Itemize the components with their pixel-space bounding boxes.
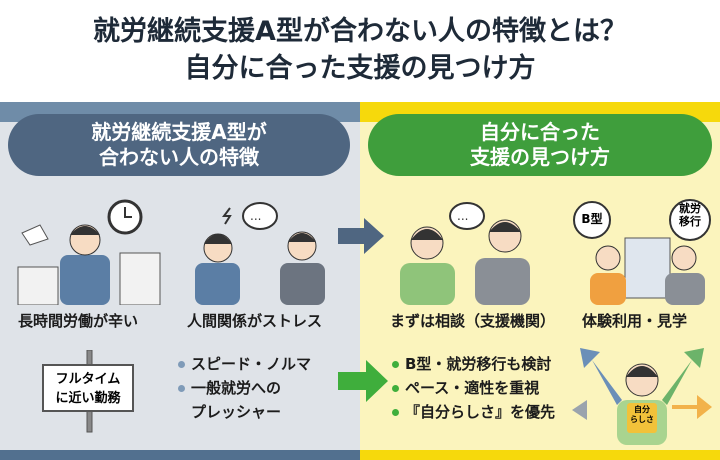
title-line-1: 就労継続支援A型が合わない人の特徴とは？ [93,16,627,47]
caption-relationships: 人間関係がストレス [187,312,323,330]
bullet-text: 一般就労への [191,379,282,397]
choices-illustration [572,348,712,445]
right-bullet-list: B型・就労移行も検討 ペース・適性を重視 『自分らしさ』を優先 [392,352,555,424]
left-heading: 就労継続支援A型が 合わない人の特徴 [8,114,350,176]
left-heading-line-1: 就労継続支援A型が [91,120,267,144]
left-bullet: 一般就労への [178,376,311,400]
speech-bubble-icon [242,202,278,230]
right-bullet: 『自分らしさ』を優先 [392,400,555,424]
caption-trial-visit: 体験利用・見学 [582,312,688,330]
sign-line-1: フルタイム [55,372,121,387]
caption-consultation: まずは相談（支援機関） [390,312,556,330]
transition-bubble: 就労 移行 [675,202,705,228]
right-heading: 自分に合った 支援の見つけ方 [368,114,712,176]
puzzle-line-2: らしさ [630,415,654,424]
building-icon [624,237,671,299]
right-bullet: ペース・適性を重視 [392,376,555,400]
right-bullet: B型・就労移行も検討 [392,352,555,376]
left-bullet: スピード・ノルマ [178,352,311,376]
sign-line-2: に近い勤務 [55,391,121,406]
page-title: 就労継続支援A型が合わない人の特徴とは？ 自分に合った支援の見つけ方 [0,0,720,102]
arrow-right-icon [338,218,384,254]
left-bullet-list: スピード・ノルマ 一般就労への プレッシャー [178,352,311,424]
svg-text:...: ... [250,209,261,223]
bullet-text: B型・就労移行も検討 [405,355,552,373]
arrow-right-green-icon [338,360,388,402]
right-heading-line-1: 自分に合った [480,120,600,144]
visit-illustration [573,199,711,305]
speech-bubble-icon [449,202,485,230]
full-time-sign: フルタイム に近い勤務 [42,364,134,412]
conflict-illustration: ... [195,202,325,305]
right-heading-line-2: 支援の見つけ方 [470,145,610,169]
consultation-illustration: ... [400,202,530,305]
puzzle-line-1: 自分 [634,405,650,414]
bullet-text: スピード・ノルマ [191,355,312,373]
transition-line-2: 移行 [679,215,701,228]
puzzle-label: 自分 らしさ [627,405,657,425]
bullet-text-continued: プレッシャー [191,403,282,421]
svg-text:...: ... [457,209,468,223]
left-heading-line-2: 合わない人の特徴 [99,145,259,169]
left-bottom-strip [0,450,360,460]
right-bottom-strip [360,450,720,460]
title-line-2: 自分に合った支援の見つけ方 [184,53,536,84]
bullet-text: 『自分らしさ』を優先 [405,403,556,421]
b-type-bubble: B型 [581,212,603,226]
caption-long-hours: 長時間労働が辛い [18,312,139,330]
puzzle-icon [627,403,657,433]
overworked-worker-illustration [17,199,161,305]
bullet-text: ペース・適性を重視 [405,379,540,397]
transition-line-1: 就労 [679,202,701,215]
